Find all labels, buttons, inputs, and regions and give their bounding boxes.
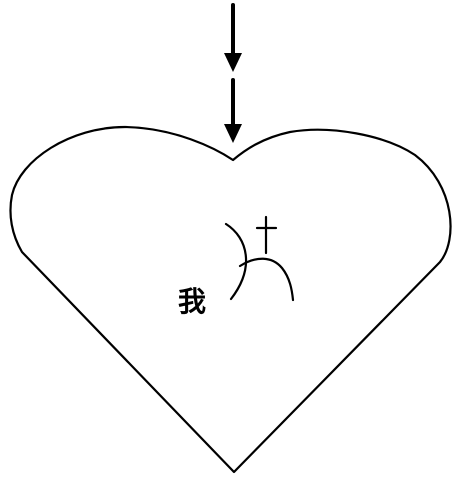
upper-arrow: [224, 5, 242, 72]
right-arc-stroke: [240, 259, 293, 300]
wo-label: 我: [178, 285, 206, 318]
cross-icon: [257, 217, 276, 253]
left-arc-stroke: [226, 224, 246, 299]
lower-arrow: [224, 80, 242, 143]
